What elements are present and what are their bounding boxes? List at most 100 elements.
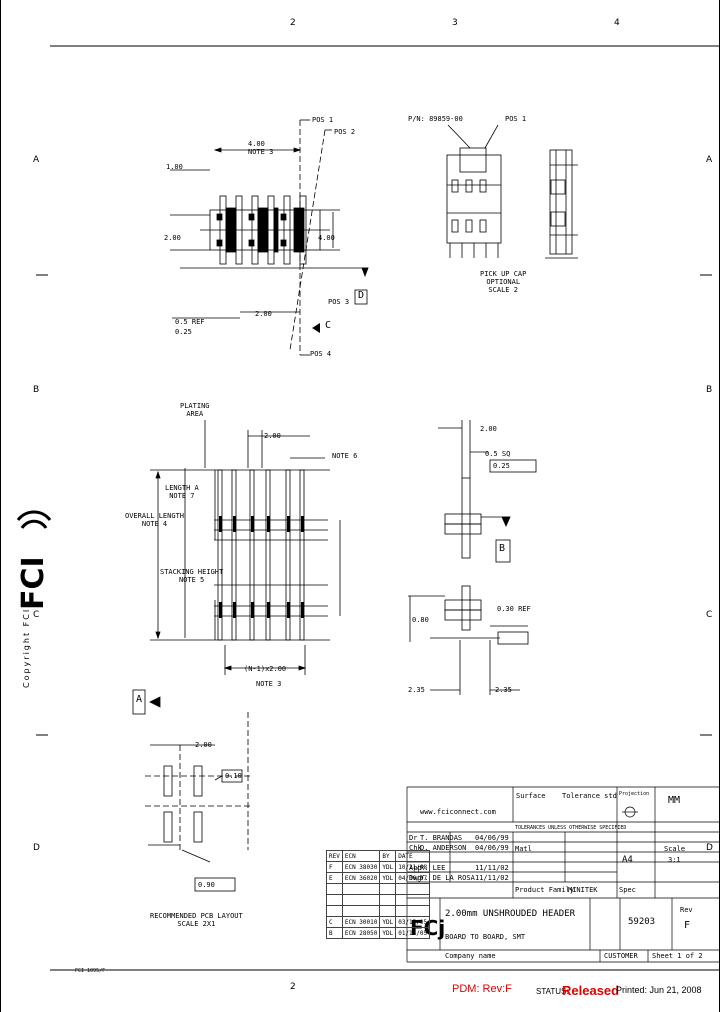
- table-row: [326, 883, 431, 895]
- by-col: BY: [379, 850, 397, 862]
- pcb-dia: 0.90: [198, 881, 215, 889]
- scale-value: 3:1: [668, 856, 681, 864]
- dwg-name: Y. DE LA ROSA: [420, 874, 475, 882]
- svg-text:FCI: FCI: [16, 556, 51, 610]
- tolerance-label: Tolerance std: [562, 792, 617, 800]
- zone-right-d: D: [706, 843, 713, 853]
- status-value: Released: [562, 983, 620, 998]
- stacking-height: STACKING HEIGHT NOTE 5: [160, 568, 224, 584]
- rev-label: Rev: [680, 906, 693, 914]
- cell: YDL: [379, 916, 397, 928]
- plating-area: PLATING AREA: [180, 402, 210, 418]
- date-col: DATE: [395, 850, 431, 862]
- overall-length: OVERALL LENGTH NOTE 4: [125, 512, 185, 528]
- zone-left-d: D: [33, 843, 40, 853]
- cell: [341, 894, 381, 906]
- zone-bottom-2: 2: [290, 982, 296, 992]
- size-value: A4: [622, 855, 633, 865]
- cell: 03/15/05: [395, 916, 431, 928]
- cell: [395, 905, 431, 917]
- pn-label: P/N: 89859-00: [408, 115, 463, 123]
- cell: [379, 905, 397, 917]
- copyright-text: Copyright FCI: [22, 607, 31, 688]
- datum-a: A: [136, 694, 143, 705]
- company-label: Company name: [445, 952, 496, 960]
- side-dim-05: 0.5 SQ: [485, 450, 511, 458]
- zone-right-c: C: [706, 610, 713, 620]
- side-tol: 0.25: [493, 462, 510, 470]
- cell: YDL: [379, 927, 397, 939]
- website: www.fciconnect.com: [420, 808, 496, 816]
- rev-value: F: [684, 920, 691, 931]
- revision-header: REV ECN BY DATE: [326, 850, 431, 862]
- dim-left: 1.00: [166, 163, 183, 171]
- dr-name: T. BRANDAS: [420, 834, 463, 842]
- sheet-label: Sheet 1 of 2: [652, 952, 703, 960]
- pcb-dim-200: 2.00: [195, 741, 212, 749]
- cell: YDL: [379, 861, 397, 873]
- surface-label: Surface: [516, 792, 546, 800]
- datum-c: C: [325, 320, 332, 331]
- side-dim-ref: 0.30 REF: [497, 605, 531, 613]
- dr-label: Dr: [409, 834, 418, 842]
- matl-label: Matl: [515, 845, 532, 853]
- product-family-label: Product Family: [515, 886, 575, 894]
- zone-top-3: 3: [452, 18, 458, 28]
- dim-200-mid: 2.00: [264, 432, 281, 440]
- pitch-dim: (N-1)x2.00: [244, 665, 287, 673]
- cell: [379, 894, 397, 906]
- dwg-date: 11/11/02: [475, 874, 509, 882]
- status-label: STATUS:: [536, 987, 569, 996]
- chk-label: Chk: [409, 844, 422, 852]
- side-dim-200: 2.00: [480, 425, 497, 433]
- dim-2: 2.00: [164, 234, 181, 242]
- cell: [395, 883, 431, 895]
- app-label: App: [409, 864, 422, 872]
- family-value: MINITEK: [568, 886, 598, 894]
- label-pos1: POS 1: [312, 116, 334, 124]
- dim-4: 4.00: [318, 234, 335, 242]
- zone-top-2: 2: [290, 18, 296, 28]
- printed-date: Printed: Jun 21, 2008: [616, 985, 702, 995]
- cell: ECN 30010: [341, 916, 381, 928]
- pos1-label: POS 1: [505, 115, 527, 123]
- spec-label: Spec: [619, 886, 636, 894]
- cell: 01/14/05: [395, 927, 431, 939]
- zone-left-c: C: [33, 610, 40, 620]
- label-pos4: POS 4: [310, 350, 332, 358]
- datum-d: D: [358, 290, 365, 301]
- cell: [341, 905, 381, 917]
- table-row: [326, 894, 431, 906]
- cell: [326, 905, 343, 917]
- dr-date: 04/06/99: [475, 834, 509, 842]
- form-number: FCI 1095/F: [75, 968, 106, 974]
- cell: ECN 36020: [341, 872, 381, 884]
- pickup-note: PICK UP CAP OPTIONAL SCALE 2: [480, 270, 527, 294]
- chk-date: 04/06/99: [475, 844, 509, 852]
- title-line2: BOARD TO BOARD, SMT: [445, 933, 526, 941]
- dwg-label: Dwg: [409, 874, 422, 882]
- side-dim-080: 0.80: [412, 616, 429, 624]
- zone-right-a: A: [706, 155, 713, 165]
- cell: [379, 883, 397, 895]
- cell: YDL: [379, 872, 397, 884]
- ecn-col: ECN: [341, 850, 381, 862]
- side-dim-left: 2.35: [408, 686, 425, 694]
- cell: C: [326, 916, 343, 928]
- dim-bottom: 2.00: [255, 310, 272, 318]
- chk-name: D. ANDERSON: [420, 844, 467, 852]
- title-line1: 2.00mm UNSHROUDED HEADER: [445, 909, 576, 919]
- cell: E: [326, 872, 343, 884]
- cell: F: [326, 861, 343, 873]
- side-dim-right: 2.35: [495, 686, 512, 694]
- label-pos3: POS 3: [328, 298, 350, 306]
- zone-left-b: B: [33, 385, 40, 395]
- drawing-number: 59203: [628, 917, 656, 927]
- app-name: R. LEE: [420, 864, 446, 872]
- cell: ECN 28050: [341, 927, 381, 939]
- customer-label: CUSTOMER: [604, 952, 638, 960]
- dim-tol: 0.25: [175, 328, 192, 336]
